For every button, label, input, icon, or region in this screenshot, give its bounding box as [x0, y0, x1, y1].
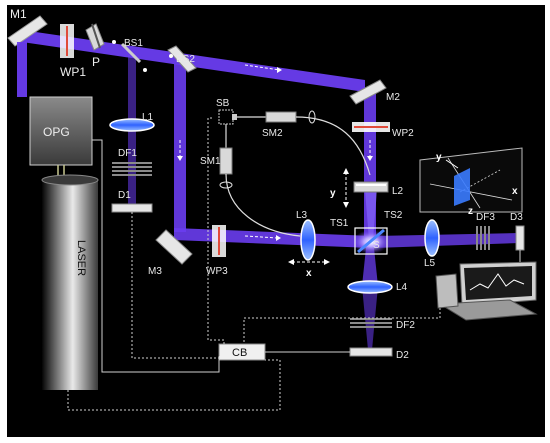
label-l5: L5	[424, 258, 436, 269]
label-d1: D1	[118, 190, 131, 201]
polarizer-p	[85, 23, 105, 51]
detector-d3	[515, 225, 525, 251]
filter-df2	[350, 318, 392, 328]
label-opg: OPG	[43, 125, 70, 139]
label-l4: L4	[396, 282, 408, 293]
label-p: P	[92, 55, 100, 69]
axis-labels: y x y x z	[306, 152, 518, 279]
label-df1: DF1	[118, 148, 137, 159]
label-d2: D2	[396, 350, 409, 361]
label-laser: LASER	[75, 240, 87, 276]
inset-axis-y: y	[436, 152, 442, 163]
label-bs2: BS2	[176, 54, 195, 65]
mirror-m3	[155, 229, 193, 265]
waveplate-wp3	[212, 225, 226, 257]
lens-l1	[109, 118, 155, 132]
control-box-cables	[67, 117, 521, 411]
label-cb: CB	[232, 347, 247, 359]
detector-d1	[111, 203, 153, 213]
computer-monitor	[435, 261, 538, 321]
beamsplitter-bs1	[112, 40, 147, 72]
label-m3: M3	[148, 266, 162, 277]
opg-box	[17, 42, 93, 166]
component-labels: M1 WP1 P BS1 BS2 OPG L1 DF1 D1 SB SM2 SM…	[10, 7, 523, 361]
label-wp3: WP3	[206, 266, 228, 277]
label-d3: D3	[510, 212, 523, 223]
label-wp1: WP1	[60, 65, 86, 79]
lens-l3	[300, 219, 316, 261]
lens-l2	[353, 181, 389, 193]
inset-sample-axes	[419, 147, 523, 213]
label-bs1: BS1	[124, 38, 143, 49]
label-ts2: TS2	[384, 210, 403, 221]
label-l1: L1	[142, 112, 154, 123]
label-m2: M2	[386, 92, 400, 103]
label-df2: DF2	[396, 320, 415, 331]
laser-source	[41, 174, 99, 390]
mirror-m2	[349, 79, 387, 105]
axis-x-bottom: x	[306, 268, 312, 279]
label-s: S	[373, 240, 380, 251]
label-m1: M1	[10, 7, 27, 21]
mirror-m1	[7, 15, 48, 47]
beamsplitter-bs2	[167, 45, 197, 73]
label-l3: L3	[296, 210, 308, 221]
sample-s	[354, 227, 388, 255]
filter-df3	[476, 226, 490, 250]
detector-d2	[349, 347, 393, 357]
label-wp2: WP2	[392, 128, 414, 139]
waveplate-wp1	[60, 24, 74, 58]
label-l2: L2	[392, 186, 404, 197]
label-df3: DF3	[476, 212, 495, 223]
lens-l4	[347, 280, 393, 294]
lens-l5	[424, 219, 440, 257]
label-ts1: TS1	[330, 218, 349, 229]
filter-df1	[112, 162, 152, 176]
inset-axis-x: x	[512, 186, 518, 197]
fiber-path	[218, 109, 371, 237]
label-sm1: SM1	[200, 156, 221, 167]
label-sm2: SM2	[262, 128, 283, 139]
translation-arrows	[288, 168, 349, 265]
axis-y-left: y	[330, 188, 336, 199]
label-sb: SB	[216, 98, 230, 109]
waveplate-wp2	[352, 122, 390, 132]
inset-axis-z: z	[468, 206, 473, 217]
